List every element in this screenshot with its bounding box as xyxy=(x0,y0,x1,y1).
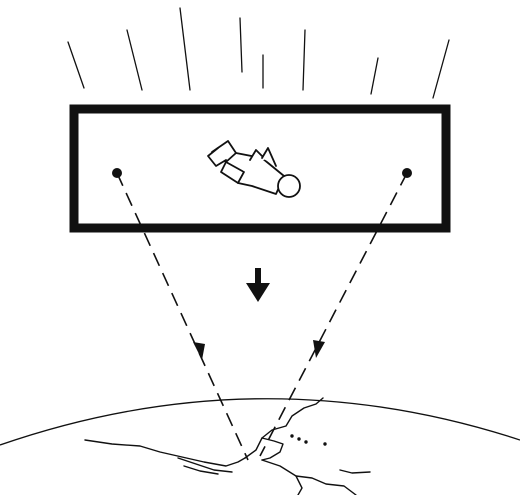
ray-7 xyxy=(371,58,378,94)
incoming-rays xyxy=(68,8,449,98)
ray-6 xyxy=(303,30,305,90)
down-arrow-icon xyxy=(246,268,270,302)
ray-2 xyxy=(127,30,142,90)
earth-horizon-curve xyxy=(0,399,520,445)
ray-3 xyxy=(180,8,190,90)
coastline-map xyxy=(85,398,370,495)
ray-4 xyxy=(240,18,242,72)
ray-1 xyxy=(68,42,84,88)
left-dashed-arrowhead xyxy=(193,342,205,360)
right-dashed-arrowhead xyxy=(313,340,325,358)
ray-8 xyxy=(433,40,449,98)
